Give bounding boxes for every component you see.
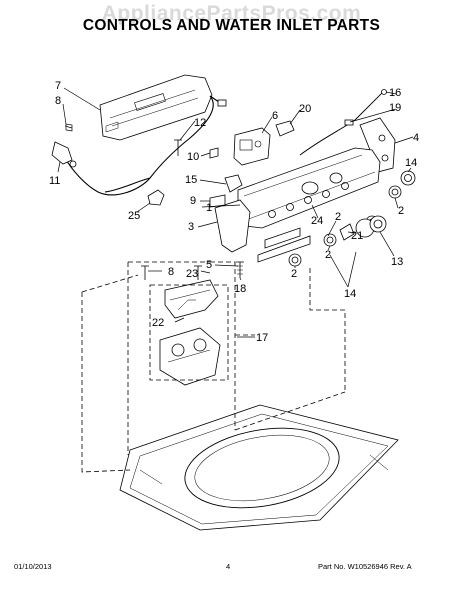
callout-8: 8 [168, 266, 174, 278]
callout-2: 2 [398, 205, 404, 217]
washer-top [119, 404, 399, 531]
wire-harness [64, 95, 214, 196]
callout-19: 19 [389, 102, 401, 114]
callout-16: 16 [389, 87, 401, 99]
callout-14: 14 [405, 157, 417, 169]
watermark: AppliancePartsPros.com [101, 2, 362, 25]
callout-17: 17 [256, 332, 268, 344]
page-title: CONTROLS AND WATER INLET PARTS [82, 17, 381, 34]
console-backplate [99, 74, 213, 141]
callout-1: 1 [206, 202, 212, 214]
callout-21: 21 [351, 230, 363, 242]
callout-18: 18 [234, 283, 246, 295]
callout-20: 20 [299, 103, 311, 115]
callout-7: 7 [55, 80, 61, 92]
callout-8: 8 [55, 95, 61, 107]
callout-3: 3 [188, 221, 194, 233]
callout-5: 5 [206, 259, 212, 271]
callout-2: 2 [291, 268, 297, 280]
callout-12: 12 [194, 117, 206, 129]
callout-13: 13 [391, 256, 403, 268]
callout-23: 23 [186, 268, 198, 280]
callout-6: 6 [272, 110, 278, 122]
callout-9: 9 [190, 195, 196, 207]
callout-15: 15 [185, 174, 197, 186]
callout-2: 2 [325, 249, 331, 261]
callout-24: 24 [311, 215, 323, 227]
callout-11: 11 [49, 175, 60, 187]
callout-14: 14 [344, 288, 356, 300]
callout-2: 2 [335, 211, 341, 223]
callout-22: 22 [152, 317, 164, 329]
footer-page-number: 4 [226, 562, 231, 571]
callout-4: 4 [413, 132, 419, 144]
callout-10: 10 [187, 151, 199, 163]
callout-25: 25 [128, 210, 140, 222]
footer-date: 01/10/2013 [14, 562, 52, 571]
footer-part-number: Part No. W10526946 Rev. A [318, 562, 412, 571]
